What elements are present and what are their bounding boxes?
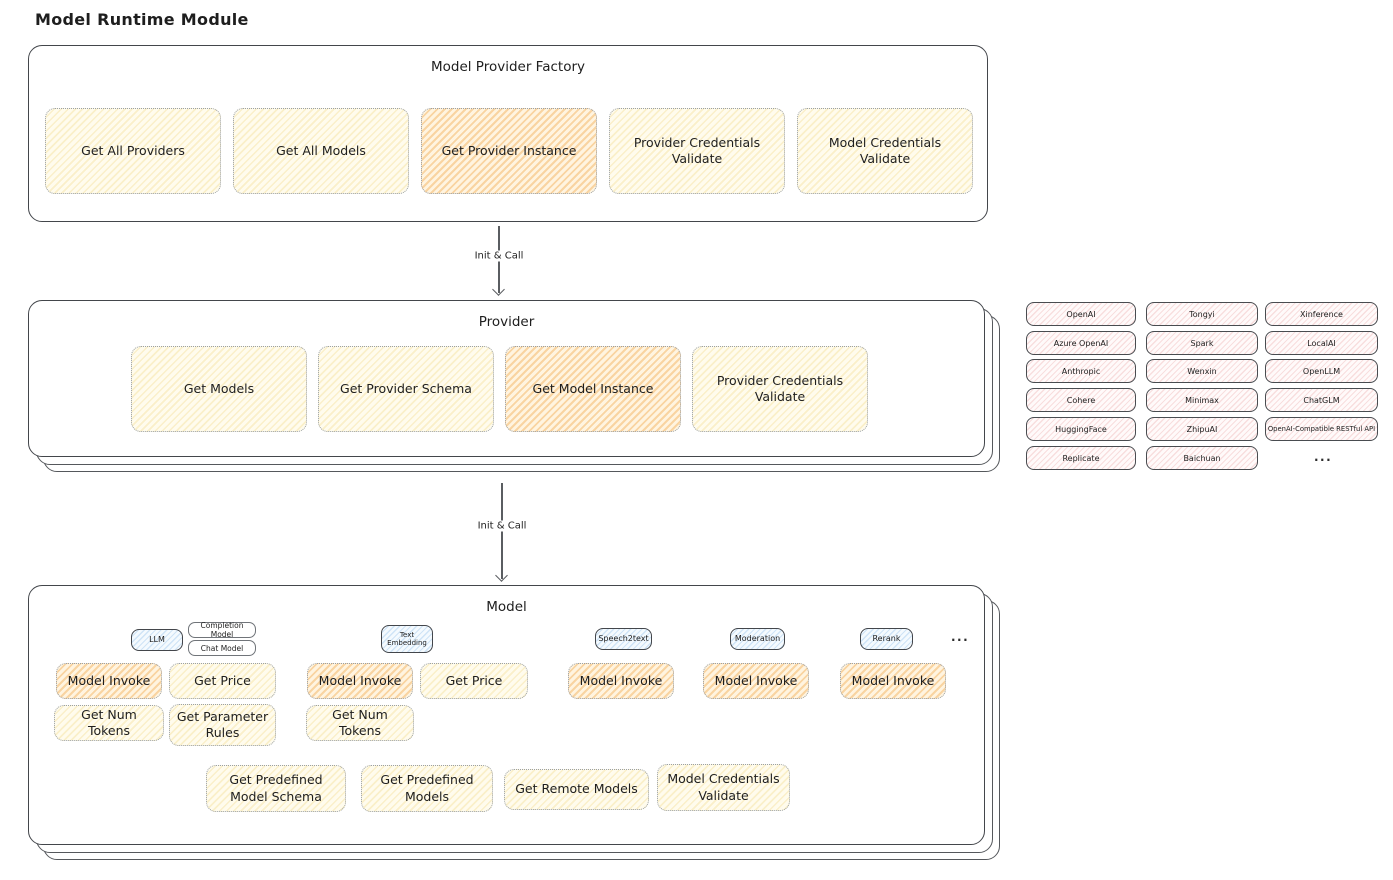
page-title: Model Runtime Module xyxy=(35,10,249,29)
get-model-instance-button: Get Model Instance xyxy=(505,346,681,432)
model-credentials-validate-button: Model Credentials Validate xyxy=(797,108,973,194)
provider-pill-huggingface: HuggingFace xyxy=(1026,417,1136,441)
get-remote-models-button: Get Remote Models xyxy=(504,769,649,810)
provider-pill-openai: OpenAI xyxy=(1026,302,1136,326)
provider-box: Provider Get Models Get Provider Schema … xyxy=(28,300,985,457)
provider-pill-anthropic: Anthropic xyxy=(1026,359,1136,383)
model-provider-factory-box: Model Provider Factory Get All Providers… xyxy=(28,45,988,222)
provider-pill-chatglm: ChatGLM xyxy=(1265,388,1378,412)
tag-speech2text: Speech2text xyxy=(595,628,652,650)
init-call-label: Init & Call xyxy=(470,250,528,262)
tag-moderation: Moderation xyxy=(730,628,785,650)
llm-model-invoke-button: Model Invoke xyxy=(56,663,162,699)
llm-get-num-tokens-button: Get Num Tokens xyxy=(54,705,164,741)
tag-text-embedding: Text Embedding xyxy=(381,625,433,653)
provider-pill-cohere: Cohere xyxy=(1026,388,1136,412)
get-all-providers-button: Get All Providers xyxy=(45,108,221,194)
factory-title: Model Provider Factory xyxy=(430,59,585,75)
providers-more-ellipsis: ... xyxy=(1314,450,1333,464)
model-types-more-ellipsis: ... xyxy=(951,630,970,644)
embedding-model-invoke-button: Model Invoke xyxy=(307,663,413,699)
model-box: Model LLM Completion Model Chat Model Te… xyxy=(28,585,985,845)
get-models-button: Get Models xyxy=(131,346,307,432)
provider-pill-openllm: OpenLLM xyxy=(1265,359,1378,383)
provider-pill-azure-openai: Azure OpenAI xyxy=(1026,331,1136,355)
provider-pill-replicate: Replicate xyxy=(1026,446,1136,470)
model-credentials-validate-button: Model Credentials Validate xyxy=(657,764,790,811)
tag-llm: LLM xyxy=(131,629,183,651)
rerank-model-invoke-button: Model Invoke xyxy=(840,663,946,699)
get-predefined-model-schema-button: Get Predefined Model Schema xyxy=(206,765,346,812)
moderation-model-invoke-button: Model Invoke xyxy=(703,663,809,699)
model-title: Model xyxy=(486,599,527,615)
provider-pill-wenxin: Wenxin xyxy=(1146,359,1258,383)
get-parameter-rules-button: Get Parameter Rules xyxy=(169,704,276,746)
provider-pill-minimax: Minimax xyxy=(1146,388,1258,412)
init-call-label: Init & Call xyxy=(473,520,531,532)
provider-pill-localai: LocalAI xyxy=(1265,331,1378,355)
provider-pill-tongyi: Tongyi xyxy=(1146,302,1258,326)
arrow-head-icon xyxy=(492,283,505,296)
provider-pill-xinference: Xinference xyxy=(1265,302,1378,326)
embedding-get-num-tokens-button: Get Num Tokens xyxy=(306,705,414,741)
arrow-head-icon xyxy=(495,569,508,582)
get-provider-schema-button: Get Provider Schema xyxy=(318,346,494,432)
tag-completion-model: Completion Model xyxy=(188,621,256,639)
provider-pill-spark: Spark xyxy=(1146,331,1258,355)
provider-credentials-validate-button: Provider Credentials Validate xyxy=(609,108,785,194)
get-all-models-button: Get All Models xyxy=(233,108,409,194)
get-predefined-models-button: Get Predefined Models xyxy=(361,765,493,812)
provider-pill-openai-compatible: OpenAI-Compatible RESTful API xyxy=(1265,417,1378,441)
get-provider-instance-button: Get Provider Instance xyxy=(421,108,597,194)
tag-rerank: Rerank xyxy=(860,628,913,650)
provider-title: Provider xyxy=(478,314,535,330)
provider-credentials-validate-button: Provider Credentials Validate xyxy=(692,346,868,432)
embedding-get-price-button: Get Price xyxy=(420,663,528,699)
speech2text-model-invoke-button: Model Invoke xyxy=(568,663,674,699)
provider-pill-zhipuai: ZhipuAI xyxy=(1146,417,1258,441)
provider-pill-baichuan: Baichuan xyxy=(1146,446,1258,470)
llm-get-price-button: Get Price xyxy=(169,663,276,699)
providers-grid: OpenAI Azure OpenAI Anthropic Cohere Hug… xyxy=(1026,302,1378,472)
tag-chat-model: Chat Model xyxy=(188,640,256,656)
